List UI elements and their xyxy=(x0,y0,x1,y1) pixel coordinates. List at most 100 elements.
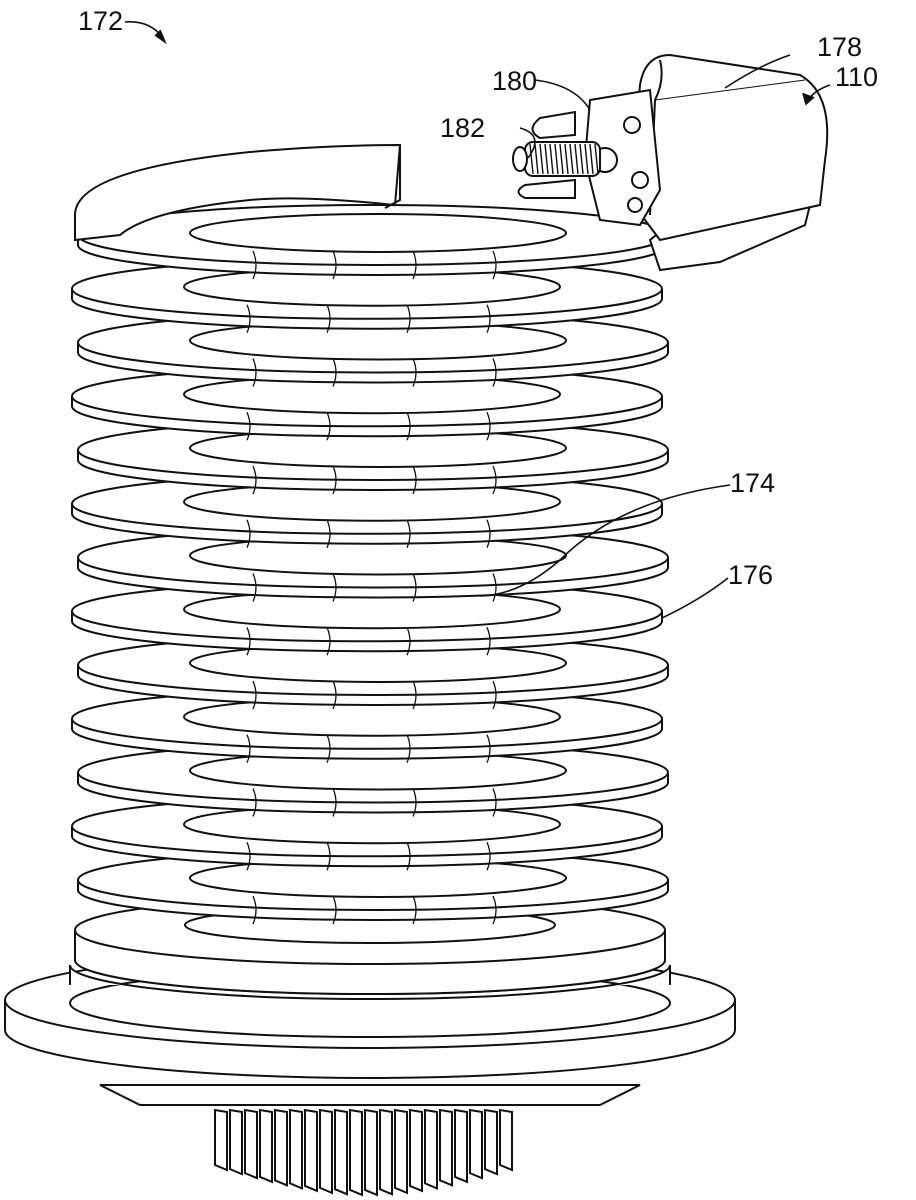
label-180: 180 xyxy=(492,66,538,96)
gear-tooth xyxy=(409,1108,423,1193)
thread-line xyxy=(594,143,599,175)
gear-tooth xyxy=(469,1108,483,1180)
body-segment-line xyxy=(486,841,491,871)
body-segment-line xyxy=(326,519,331,549)
fin-ring xyxy=(71,795,663,871)
thread-line xyxy=(574,143,579,175)
body-segment-line xyxy=(326,304,331,334)
body-segment-line xyxy=(252,680,257,710)
body-segment-line xyxy=(252,465,257,495)
label-178: 178 xyxy=(817,32,863,62)
fin-ring xyxy=(71,257,663,334)
gear-tooth xyxy=(484,1108,498,1176)
thread-line xyxy=(549,143,554,175)
body-segment-line xyxy=(486,304,491,334)
body-segment-line xyxy=(332,680,337,710)
body-segment-line xyxy=(412,250,417,280)
gear-tooth xyxy=(334,1108,348,1196)
gear xyxy=(99,1084,641,1197)
label-176: 176 xyxy=(728,560,774,590)
helical-fin-rings xyxy=(71,204,669,925)
leader-174 xyxy=(479,484,731,597)
body-segment-line xyxy=(252,573,257,602)
gear-tooth xyxy=(304,1108,318,1193)
fin-ring xyxy=(71,580,663,656)
body-segment-line xyxy=(326,734,331,764)
body-segment-line xyxy=(412,788,417,817)
gear-tooth xyxy=(424,1108,438,1190)
body-segment-line xyxy=(492,358,497,387)
thread-line xyxy=(554,143,559,175)
body-segment-line xyxy=(246,841,251,871)
mounting-plate xyxy=(583,88,662,227)
thread-line xyxy=(579,143,584,175)
body-segment-line xyxy=(332,250,337,280)
gear-tooth xyxy=(394,1108,408,1195)
body-segment-line xyxy=(492,680,497,710)
body-segment-line xyxy=(246,519,251,549)
body-segment-line xyxy=(406,626,411,656)
gear-tooth xyxy=(289,1108,303,1190)
body-segment-line xyxy=(486,411,491,441)
gear-tooth xyxy=(274,1108,288,1187)
body-segment-line xyxy=(332,895,337,925)
body-segment-line xyxy=(246,304,251,334)
leader-176 xyxy=(661,577,729,619)
body-segment-line xyxy=(492,250,497,280)
fin-ring xyxy=(71,472,663,549)
body-segment-line xyxy=(412,358,417,387)
threaded-fastener xyxy=(512,110,601,199)
fin-ring xyxy=(77,311,669,387)
leader-178 xyxy=(724,54,791,89)
body-segment-line xyxy=(332,573,337,602)
fin-ring xyxy=(77,419,669,495)
thread-line xyxy=(584,143,589,175)
body-segment-line xyxy=(252,895,257,925)
gear-plate xyxy=(99,1084,641,1106)
body-segment-line xyxy=(486,626,491,656)
body-segment-line xyxy=(492,895,497,925)
body-segment-line xyxy=(326,411,331,441)
body-segment-line xyxy=(326,841,331,871)
spiral-top-end xyxy=(74,143,402,242)
housing-block xyxy=(628,53,829,272)
fin-ring xyxy=(77,741,669,817)
label-172: 172 xyxy=(78,6,124,36)
body-segment-line xyxy=(492,788,497,817)
body-segment-line xyxy=(406,304,411,334)
body-segment-line xyxy=(252,358,257,387)
body-segment-line xyxy=(406,411,411,441)
label-110: 110 xyxy=(835,62,879,92)
gear-tooth xyxy=(439,1108,453,1187)
label-182: 182 xyxy=(440,113,486,143)
body-segment-line xyxy=(486,519,491,549)
leader-182 xyxy=(519,127,536,159)
body-segment-line xyxy=(406,519,411,549)
gear-tooth xyxy=(499,1108,513,1172)
thread-line xyxy=(559,143,564,175)
body-segment-line xyxy=(412,465,417,495)
body-segment-line xyxy=(406,734,411,764)
body-segment-line xyxy=(246,734,251,764)
body-segment-line xyxy=(332,465,337,495)
thread-line xyxy=(529,143,534,175)
body-segment-line xyxy=(332,788,337,817)
gear-tooth xyxy=(244,1108,258,1180)
label-174: 174 xyxy=(730,468,776,498)
gear-tooth xyxy=(379,1108,393,1196)
thread-line xyxy=(539,143,544,175)
leader-lines xyxy=(124,21,831,619)
body-segment-line xyxy=(412,895,417,925)
gear-tooth xyxy=(349,1108,363,1197)
gear-tooth xyxy=(229,1108,243,1176)
body-segment-line xyxy=(252,250,257,280)
body-segment-line xyxy=(492,573,497,602)
fin-ring xyxy=(77,849,669,925)
thread-line xyxy=(544,143,549,175)
body-segment-line xyxy=(252,788,257,817)
gear-tooth xyxy=(319,1108,333,1195)
fin-ring xyxy=(71,365,663,441)
thread-line xyxy=(569,143,574,175)
